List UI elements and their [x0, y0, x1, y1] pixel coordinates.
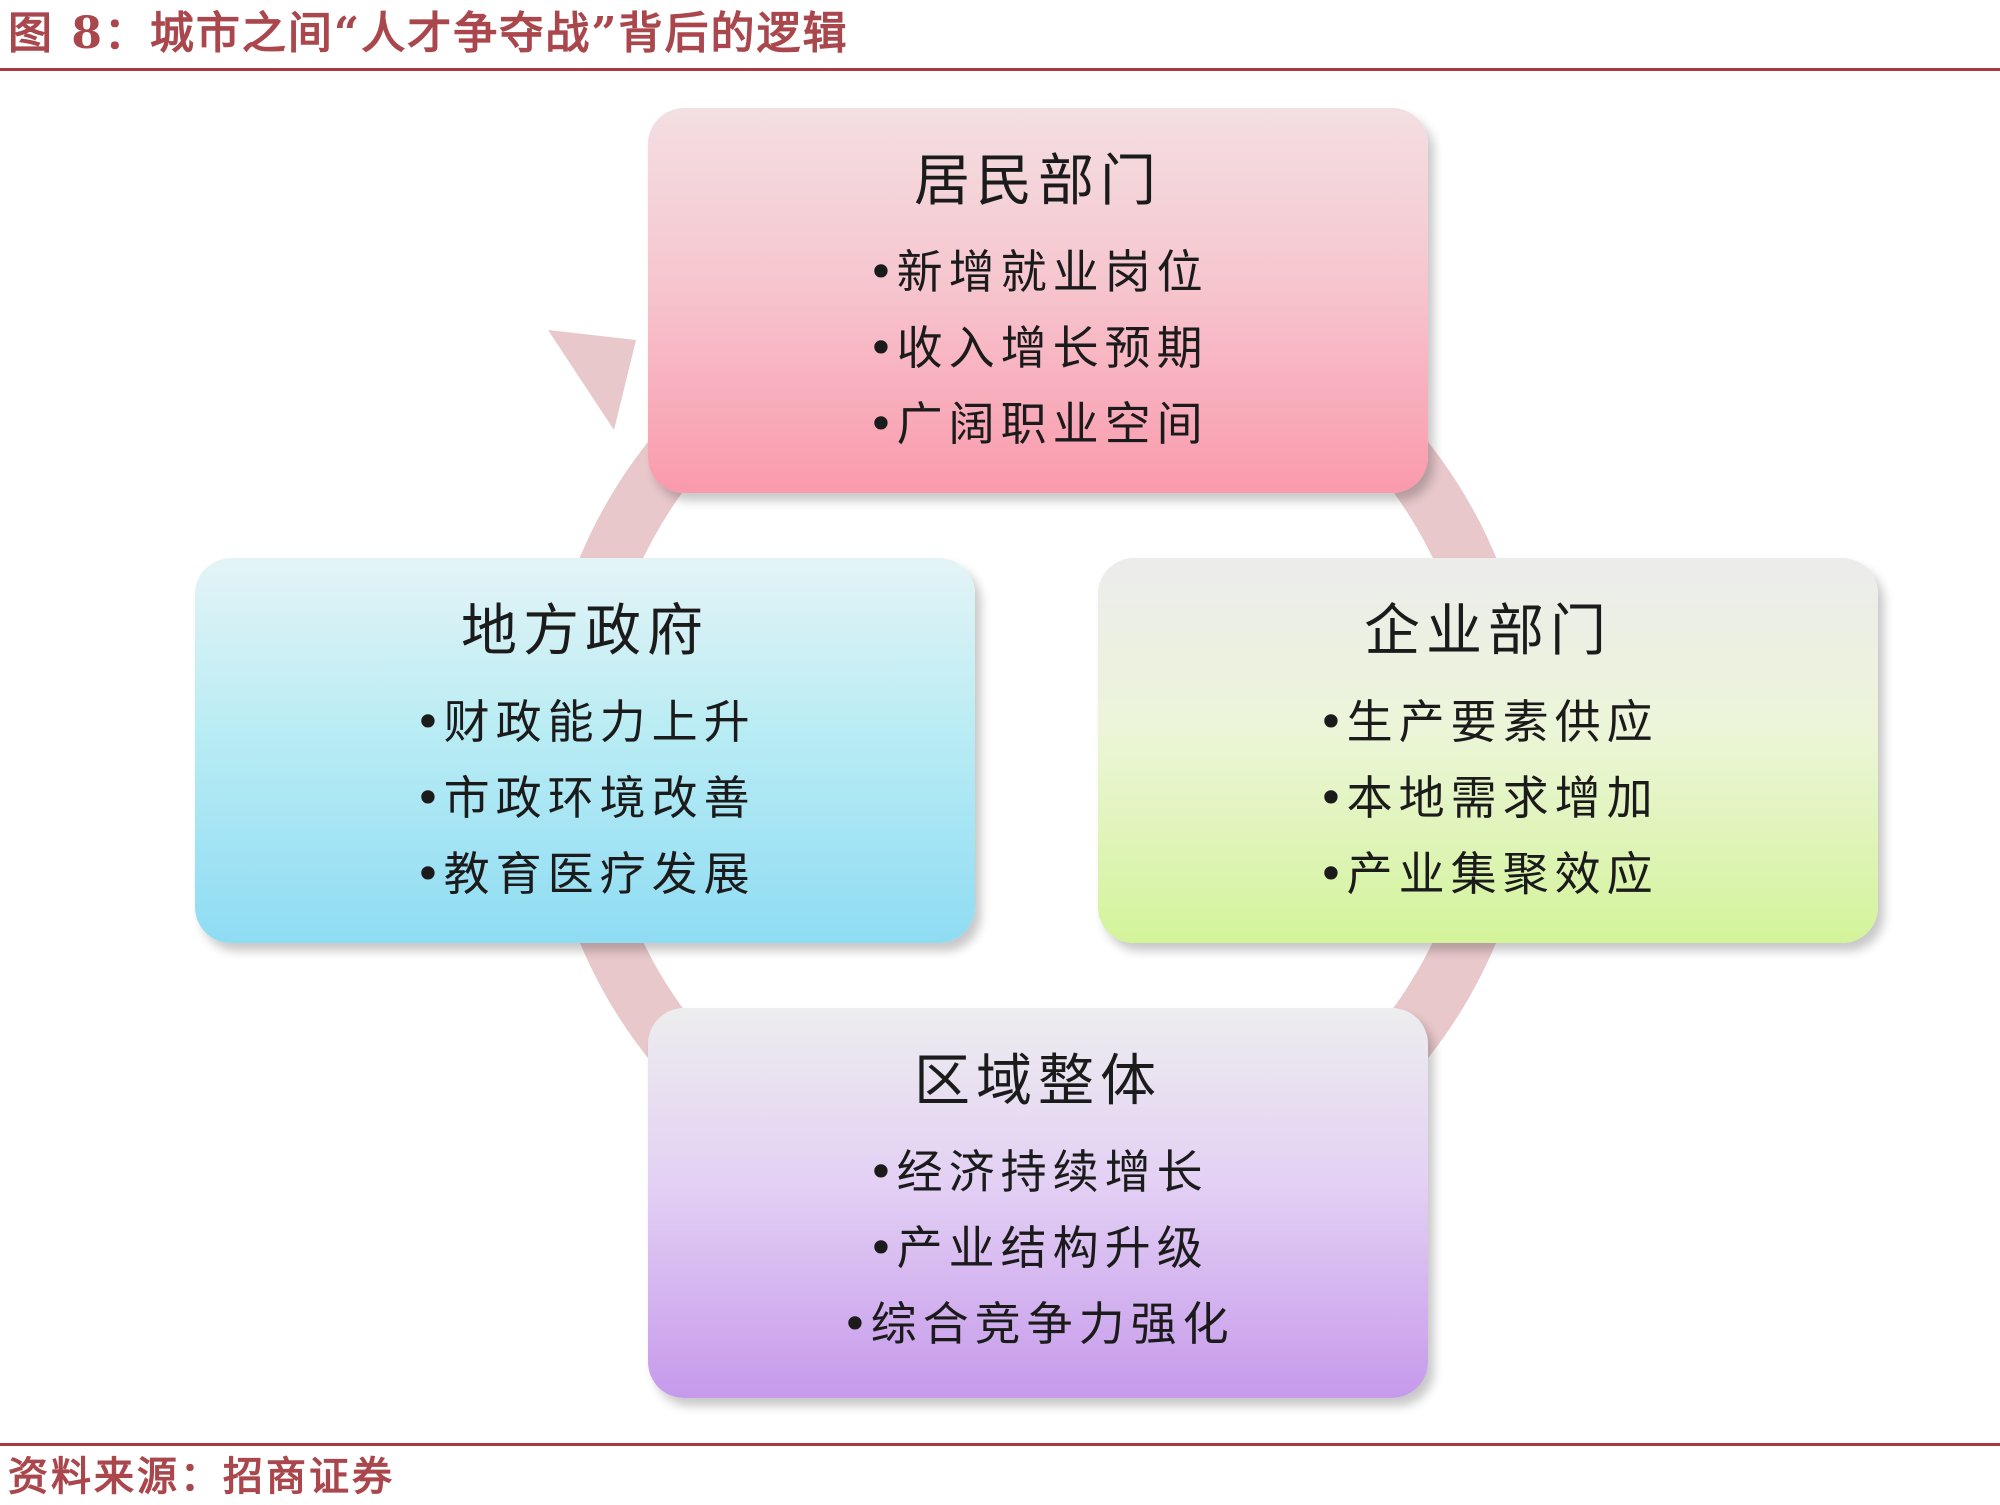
- node-local-government-title: 地方政府: [461, 599, 709, 664]
- list-item: 广阔职业空间: [867, 386, 1208, 462]
- node-region-list: 经济持续增长 产业结构升级 综合竞争力强化: [841, 1134, 1234, 1362]
- cycle-arrow-icon: [548, 330, 636, 430]
- node-region: 区域整体 经济持续增长 产业结构升级 综合竞争力强化: [648, 1008, 1428, 1398]
- list-item: 综合竞争力强化: [841, 1286, 1234, 1362]
- list-item: 产业集聚效应: [1317, 836, 1658, 912]
- node-residents-title: 居民部门: [914, 149, 1162, 214]
- node-enterprises-list: 生产要素供应 本地需求增加 产业集聚效应: [1317, 684, 1658, 912]
- list-item: 生产要素供应: [1317, 684, 1658, 760]
- list-item: 经济持续增长: [841, 1134, 1234, 1210]
- list-item: 本地需求增加: [1317, 760, 1658, 836]
- top-divider: [0, 68, 2000, 71]
- list-item: 收入增长预期: [867, 310, 1208, 386]
- bottom-divider: [0, 1443, 2000, 1446]
- node-residents-list: 新增就业岗位 收入增长预期 广阔职业空间: [867, 234, 1208, 462]
- list-item: 产业结构升级: [841, 1210, 1234, 1286]
- source-note: 资料来源：招商证券: [8, 1453, 395, 1500]
- node-enterprises-title: 企业部门: [1364, 599, 1612, 664]
- node-local-government: 地方政府 财政能力上升 市政环境改善 教育医疗发展: [195, 558, 975, 943]
- node-region-title: 区域整体: [914, 1049, 1162, 1114]
- node-enterprises: 企业部门 生产要素供应 本地需求增加 产业集聚效应: [1098, 558, 1878, 943]
- figure-title: 图 8：城市之间“人才争夺战”背后的逻辑: [8, 8, 849, 59]
- list-item: 教育医疗发展: [414, 836, 755, 912]
- node-residents: 居民部门 新增就业岗位 收入增长预期 广阔职业空间: [648, 108, 1428, 493]
- list-item: 财政能力上升: [414, 684, 755, 760]
- node-local-government-list: 财政能力上升 市政环境改善 教育医疗发展: [414, 684, 755, 912]
- list-item: 市政环境改善: [414, 760, 755, 836]
- list-item: 新增就业岗位: [867, 234, 1208, 310]
